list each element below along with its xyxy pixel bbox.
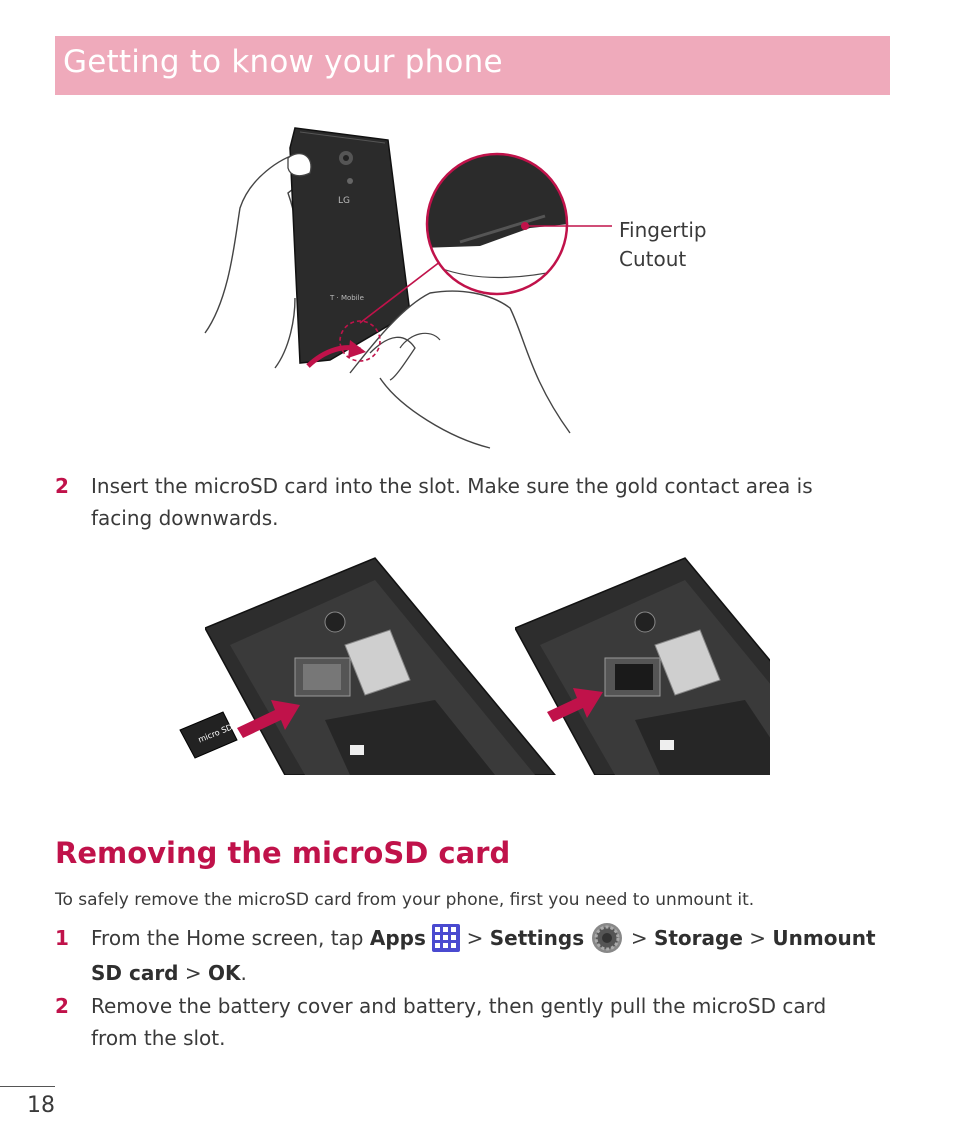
- step-line-2: facing downwards.: [91, 506, 279, 530]
- period: .: [240, 960, 247, 985]
- apps-label: Apps: [369, 926, 426, 950]
- phone-brand-logo: LG: [338, 196, 350, 206]
- settings-label: Settings: [489, 926, 585, 950]
- sd-card-label: SD card: [91, 960, 179, 985]
- section-title: Removing the microSD card: [55, 836, 511, 870]
- separator: >: [742, 926, 773, 950]
- step-number: 1: [55, 926, 69, 950]
- step-text: Insert the microSD card into the slot. M…: [91, 470, 891, 534]
- insert-microsd-illustration: micro SD: [179, 557, 770, 775]
- page-number: 18: [27, 1093, 55, 1118]
- insert-card-step: 2 Insert the microSD card into the slot.…: [55, 470, 895, 536]
- section-intro: To safely remove the microSD card from y…: [55, 890, 755, 910]
- unmount-step: 1 From the Home screen, tap Apps > Setti…: [55, 922, 895, 988]
- step-line-1: Remove the battery cover and battery, th…: [91, 994, 827, 1018]
- section-header-bar: Getting to know your phone: [55, 36, 890, 95]
- callout-line-1: Fingertip: [619, 218, 707, 242]
- step-prefix: From the Home screen, tap: [91, 926, 370, 950]
- page-title: Getting to know your phone: [63, 44, 503, 80]
- separator: >: [178, 960, 208, 985]
- step-text: Remove the battery cover and battery, th…: [91, 990, 891, 1054]
- separator: >: [624, 926, 654, 950]
- footer-divider: [0, 1086, 55, 1087]
- unmount-label: Unmount: [772, 926, 876, 950]
- callout-line-2: Cutout: [619, 247, 687, 271]
- phone-carrier-logo: T · Mobile: [329, 294, 364, 302]
- step-line-1: Insert the microSD card into the slot. M…: [91, 474, 813, 498]
- apps-grid-icon: [432, 923, 461, 952]
- step-number: 2: [55, 474, 69, 498]
- settings-gear-icon: [592, 922, 623, 953]
- ok-label: OK: [207, 960, 241, 985]
- step-number: 2: [55, 994, 69, 1018]
- storage-label: Storage: [653, 926, 743, 950]
- back-cover-illustration: LG T · Mobile: [204, 127, 612, 449]
- step-line-2: from the slot.: [91, 1026, 226, 1050]
- step-line-1: From the Home screen, tap Apps > Setting…: [91, 922, 891, 957]
- step-text: From the Home screen, tap Apps > Setting…: [91, 922, 891, 989]
- separator: >: [460, 926, 490, 950]
- remove-card-step: 2 Remove the battery cover and battery, …: [55, 990, 895, 1056]
- fingertip-cutout-label: Fingertip Cutout: [619, 216, 707, 274]
- step-line-2: SD card > OK.: [91, 957, 891, 989]
